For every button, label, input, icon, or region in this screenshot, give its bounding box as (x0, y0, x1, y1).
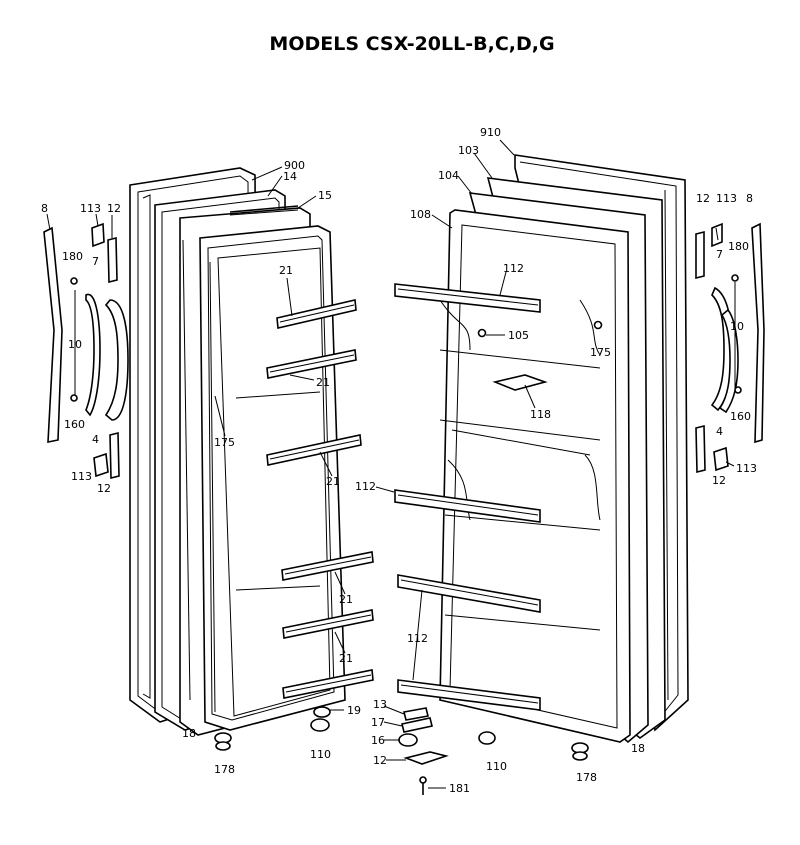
left-handle-group (43, 222, 129, 480)
shelf-bar (281, 551, 374, 581)
diagram-title: MODELS CSX-20LL-B,C,D,G (269, 33, 554, 55)
left-bottom-hardware (214, 706, 331, 751)
callout-label: 4 (716, 425, 723, 438)
callout-label: 104 (438, 169, 459, 182)
callout-label: 113 (736, 462, 757, 475)
handle-insert (104, 299, 129, 421)
callout-label: 900 (284, 159, 305, 172)
bracket-12b (109, 431, 120, 480)
callout-label: 180 (728, 240, 749, 253)
callout-label: 12 (107, 202, 121, 215)
callout-label: 110 (486, 760, 507, 773)
callout-label: 175 (214, 436, 235, 449)
shelf-bar (394, 283, 541, 313)
callout-label: 8 (746, 192, 753, 205)
callout-label: 178 (576, 771, 597, 784)
shelf-bar (276, 299, 357, 329)
center-small-parts (398, 707, 449, 795)
right-bottom-hardware (478, 731, 589, 761)
callout-label: 21 (339, 652, 353, 665)
callout-label: 178 (214, 763, 235, 776)
leader-lines (46, 139, 735, 789)
handle-trim-8r (751, 222, 765, 444)
callout-label: 180 (62, 250, 83, 263)
callout-label: 12 (97, 482, 111, 495)
shelf-bar (397, 679, 541, 711)
callout-label: 18 (182, 727, 196, 740)
callout-label: 19 (347, 704, 361, 717)
callout-labels: 900 14 15 8 113 12 180 7 10 160 4 113 12… (41, 126, 757, 795)
shelf-bar (282, 609, 374, 639)
callout-label: 13 (373, 698, 387, 711)
handle-trim-8 (43, 226, 63, 443)
callout-label: 112 (407, 632, 428, 645)
callout-label: 16 (371, 734, 385, 747)
callout-label: 103 (458, 144, 479, 157)
callout-label: 113 (80, 202, 101, 215)
callout-label: 17 (371, 716, 385, 729)
end-cap-113b (93, 452, 109, 478)
right-handle-group (695, 222, 765, 474)
end-cap-113 (91, 222, 105, 248)
callout-label: 113 (71, 470, 92, 483)
shelf-bar (394, 489, 541, 523)
right-door-assembly (394, 154, 689, 744)
callout-label: 12 (712, 474, 726, 487)
callout-label: 7 (716, 248, 723, 261)
callout-label: 113 (716, 192, 737, 205)
callout-label: 910 (480, 126, 501, 139)
callout-label: 10 (730, 320, 744, 333)
callout-label: 12 (373, 754, 387, 767)
callout-label: 21 (339, 593, 353, 606)
handle-4 (85, 293, 101, 417)
shelf-bar (282, 669, 374, 699)
callout-label: 160 (64, 418, 85, 431)
callout-label: 15 (318, 189, 332, 202)
callout-label: 7 (92, 255, 99, 268)
callout-label: 110 (310, 748, 331, 761)
callout-label: 175 (590, 346, 611, 359)
callout-label: 21 (279, 264, 293, 277)
callout-label: 8 (41, 202, 48, 215)
callout-label: 160 (730, 410, 751, 423)
callout-label: 12 (696, 192, 710, 205)
callout-label: 118 (530, 408, 551, 421)
callout-label: 112 (503, 262, 524, 275)
callout-label: 21 (316, 376, 330, 389)
bracket-12 (107, 236, 118, 284)
callout-label: 108 (410, 208, 431, 221)
callout-label: 105 (508, 329, 529, 342)
left-door-assembly (129, 167, 374, 736)
shelf-bar (397, 574, 541, 613)
callout-label: 10 (68, 338, 82, 351)
callout-label: 21 (326, 475, 340, 488)
callout-label: 14 (283, 170, 297, 183)
shelf-bar (266, 434, 362, 466)
shelf-bar (266, 349, 357, 379)
callout-label: 18 (631, 742, 645, 755)
callout-label: 181 (449, 782, 470, 795)
callout-label: 4 (92, 433, 99, 446)
callout-label: 112 (355, 480, 376, 493)
